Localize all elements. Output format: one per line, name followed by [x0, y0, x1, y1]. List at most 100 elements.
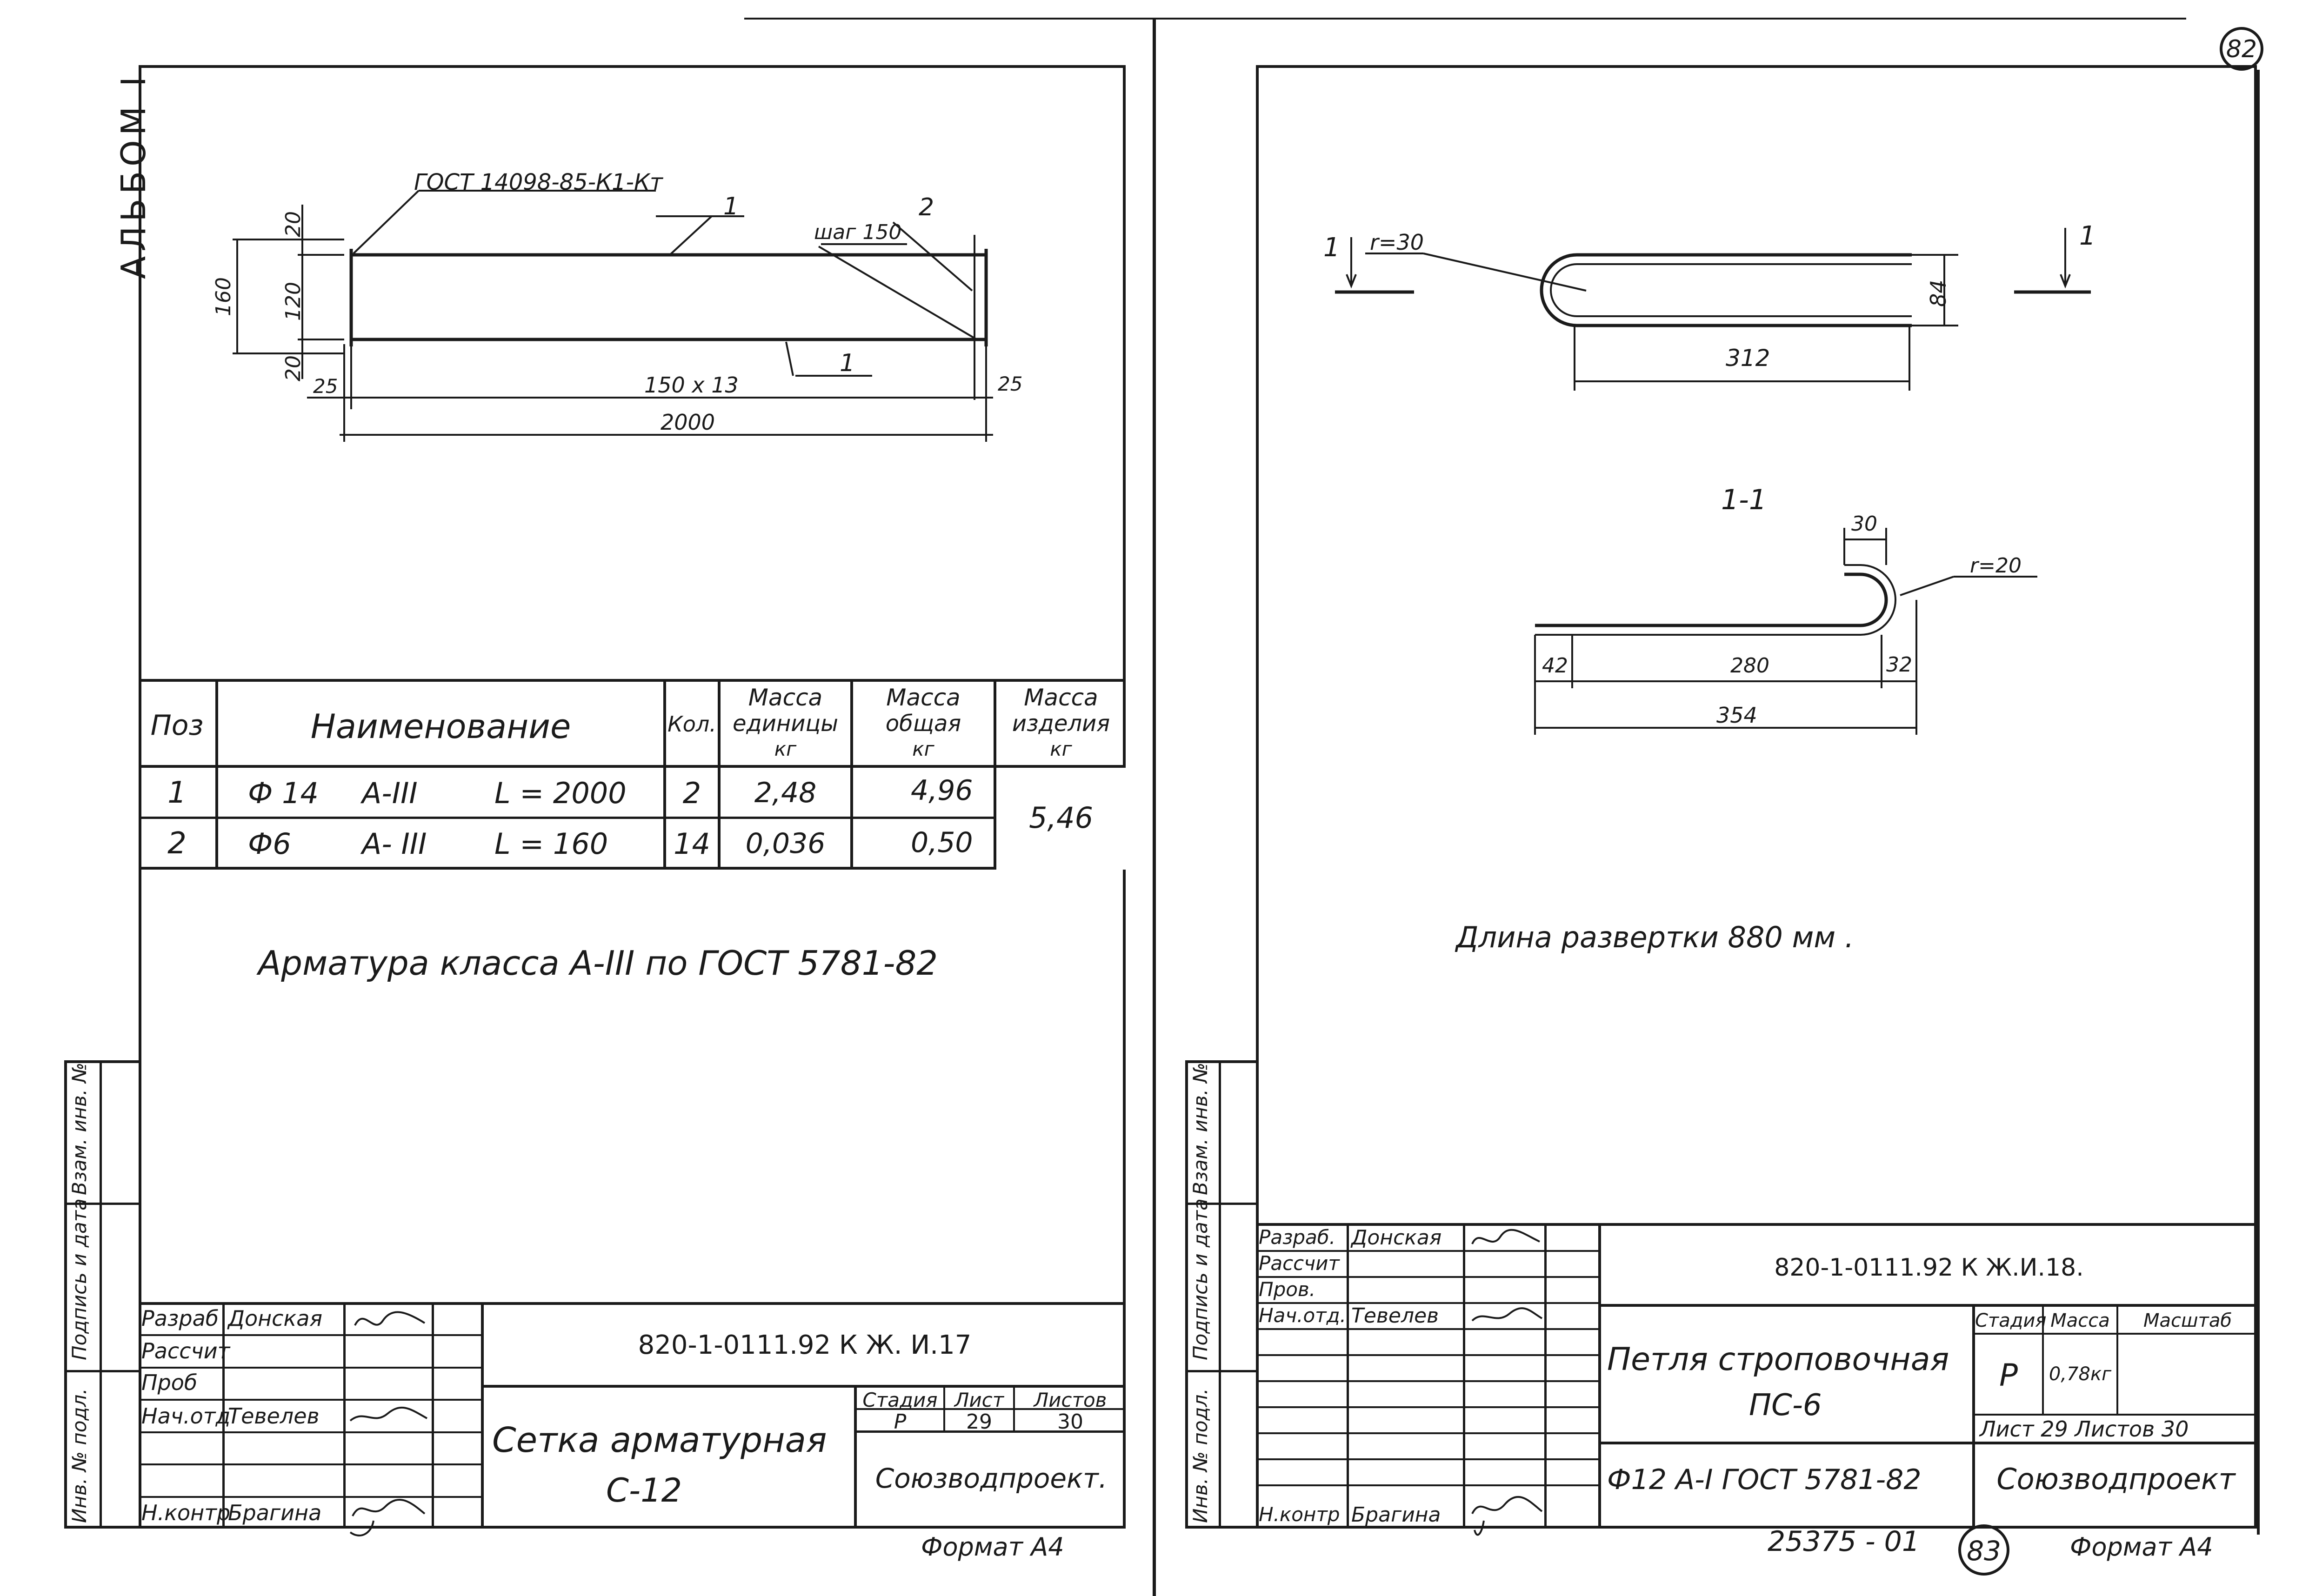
right-role-4: Нач.отд.: [1259, 1304, 1347, 1327]
right-title-line1: Петля строповочная: [1607, 1341, 1949, 1378]
right-name-9: Брагина: [1351, 1503, 1441, 1527]
dim-25-right: 25: [998, 372, 1023, 395]
page-number-top: 82: [2220, 27, 2263, 71]
left-role-7: Н.контр: [141, 1500, 231, 1525]
left-sheets: 30: [1057, 1410, 1083, 1434]
row1-qty: 2: [682, 776, 701, 810]
row2-cls: А- III: [362, 827, 427, 861]
center-fold-line: [1153, 18, 1156, 1596]
row2-qty: 14: [674, 827, 710, 861]
right-role-2: Рассчит: [1259, 1252, 1340, 1275]
row2-pos: 2: [167, 826, 187, 861]
right-scale-hdr: Масштаб: [2143, 1310, 2232, 1331]
right-stage-hdr: Стадия: [1975, 1310, 2047, 1331]
row1-pos: 1: [167, 776, 187, 810]
left-name-4: Тевелев: [228, 1403, 320, 1429]
dim-2000: 2000: [661, 410, 715, 435]
right-doc-code: 820-1-0111.92 К Ж.И.18.: [1774, 1254, 2084, 1282]
left-title-line1: Сетка арматурная: [492, 1420, 827, 1460]
right-mass-hdr: Масса: [2050, 1310, 2110, 1331]
left-name-7: Брагина: [228, 1500, 322, 1525]
row1-total: 4,96: [911, 774, 973, 807]
pos1-bottom: 1: [840, 349, 855, 377]
dim-312: 312: [1726, 345, 1770, 372]
left-sheet: 29: [966, 1410, 992, 1434]
page-number-bottom-text: 83: [1967, 1535, 2001, 1567]
radius-20: r=20: [1970, 554, 2022, 578]
left-stage: Р: [894, 1410, 907, 1434]
hdr-qty: Кол.: [667, 712, 716, 737]
section-label: 1-1: [1721, 484, 1767, 516]
hdr-unit-mass-1: Масса: [748, 684, 823, 711]
hdr-pos: Поз: [150, 709, 204, 742]
right-name-4: Тевелев: [1351, 1304, 1439, 1328]
row2-len: L = 160: [494, 827, 608, 861]
hdr-item-mass-2: изделия: [1012, 711, 1110, 737]
right-stamp-sign: Подпись и дата: [1189, 1198, 1212, 1360]
gost-callout: ГОСТ 14098-85-К1-Кт: [414, 169, 663, 195]
left-name-1: Донская: [228, 1306, 323, 1331]
right-sheet-info: Лист 29 Листов 30: [1980, 1416, 2189, 1442]
right-title-line2: ПС-6: [1749, 1388, 1822, 1423]
archive-number: 25375 - 01: [1768, 1525, 1920, 1558]
page-number-bottom: 83: [1958, 1524, 2009, 1576]
right-format-label: Формат А4: [2070, 1532, 2213, 1562]
top-edge-line: [744, 18, 2186, 20]
sec-mark-right: 1: [2079, 221, 2096, 251]
left-format-label: Формат А4: [921, 1532, 1064, 1562]
dim-150x13: 150 х 13: [644, 372, 739, 398]
left-side-stamp: [64, 1060, 141, 1529]
right-title-block: Разраб. Рассчит Пров. Нач.отд. Н.контр Д…: [1256, 1223, 2257, 1536]
loop-drawing: [1335, 228, 2091, 735]
left-role-2: Рассчит: [141, 1338, 230, 1363]
right-org: Союзводпроект: [1996, 1462, 2236, 1496]
mesh-drawing: [233, 190, 993, 442]
right-sheet-frame: [1256, 65, 2257, 1529]
left-title-line2: С-12: [606, 1471, 682, 1510]
left-note: Арматура класса А-III по ГОСТ 5781-82: [258, 944, 938, 983]
row2-dia: Ф6: [248, 827, 291, 861]
pos1-top: 1: [723, 193, 739, 220]
row1-len: L = 2000: [494, 776, 627, 810]
page-number-top-text: 82: [2226, 35, 2257, 63]
left-role-1: Разраб: [141, 1306, 219, 1331]
hdr-unit-mass-2: единицы: [732, 711, 839, 737]
radius-30: r=30: [1370, 230, 1424, 255]
right-stamp-inv: Инв. № подл.: [1189, 1388, 1212, 1523]
left-title-block: Разраб Рассчит Проб Нач.отд Н.контр Донс…: [139, 1302, 1126, 1536]
right-role-9: Н.контр: [1259, 1503, 1340, 1526]
left-stamp-repl: Взам. инв. №: [68, 1062, 91, 1195]
left-sheet-hdr: Лист: [954, 1389, 1004, 1411]
dim-32: 32: [1886, 653, 1912, 677]
right-side-stamp: [1185, 1060, 1259, 1529]
hdr-total-mass-2: общая: [885, 711, 961, 737]
hdr-item-mass-1: Масса: [1024, 684, 1098, 711]
left-stage-hdr: Стадия: [862, 1389, 938, 1411]
hdr-name: Наименование: [310, 707, 571, 746]
left-role-4: Нач.отд: [141, 1403, 231, 1429]
row1-unit: 2,48: [754, 777, 817, 809]
right-note: Длина развертки 880 мм .: [1456, 920, 1854, 954]
hdr-total-mass-3: кг: [912, 738, 934, 760]
hdr-unit-mass-3: кг: [774, 738, 797, 760]
dim-354: 354: [1716, 703, 1757, 728]
right-outer-edge: [2257, 70, 2260, 1535]
right-mass: 0,78кг: [2049, 1363, 2112, 1385]
row2-unit: 0,036: [745, 827, 826, 860]
left-sheets-hdr: Листов: [1034, 1389, 1107, 1411]
dim-42: 42: [1542, 654, 1568, 678]
right-stage: Р: [1999, 1357, 2018, 1393]
right-stamp-repl: Взам. инв. №: [1189, 1062, 1212, 1195]
row1-dia: Ф 14: [248, 776, 319, 810]
left-stamp-sign: Подпись и дата: [68, 1198, 91, 1360]
pos2-label: 2: [919, 193, 934, 221]
hdr-item-mass-3: кг: [1050, 738, 1072, 760]
right-role-1: Разраб.: [1259, 1226, 1336, 1249]
dim-84: 84: [1926, 279, 1951, 307]
spec-table: Поз Наименование Кол. Масса единицы кг М…: [139, 679, 1126, 870]
dim-280: 280: [1730, 654, 1769, 678]
step-label: шаг 150: [814, 220, 902, 244]
row2-total: 0,50: [911, 826, 973, 859]
right-name-1: Донская: [1351, 1226, 1442, 1250]
left-doc-code: 820-1-0111.92 К Ж. И.17: [638, 1330, 972, 1360]
